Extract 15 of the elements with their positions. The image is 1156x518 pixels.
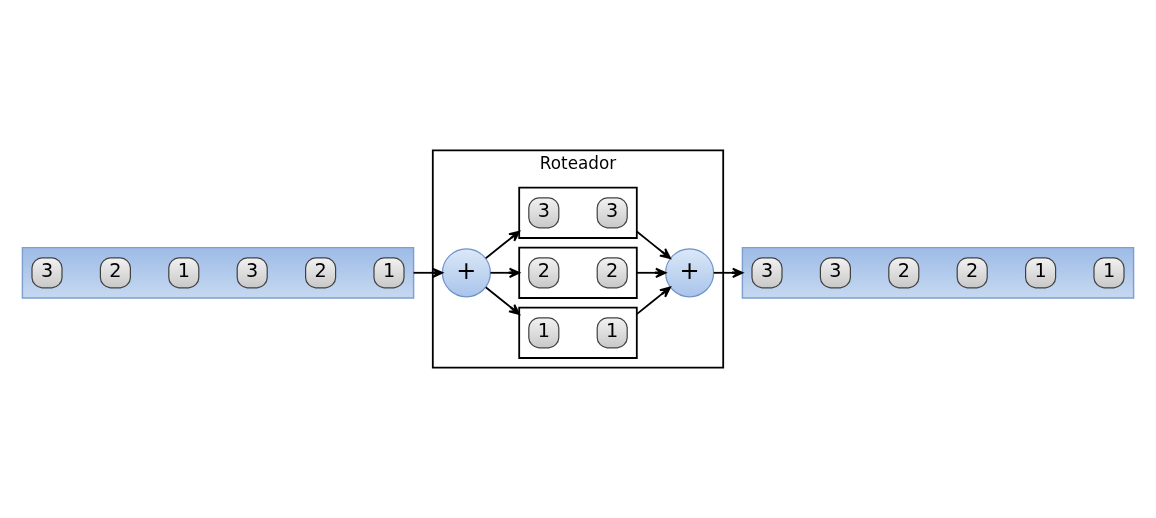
cluster [518,306,638,359]
arrow [412,267,444,278]
cluster [21,246,415,299]
arrow [635,230,671,260]
arrow [489,267,521,278]
node-circle: + [665,248,715,298]
cluster [741,246,1135,299]
cluster [518,186,638,239]
node-circle: + [441,248,491,298]
arrow [635,286,671,315]
arrow [484,286,521,315]
cluster [518,246,638,299]
arrow [712,267,744,278]
arrow [484,230,521,260]
arrow [635,267,667,278]
